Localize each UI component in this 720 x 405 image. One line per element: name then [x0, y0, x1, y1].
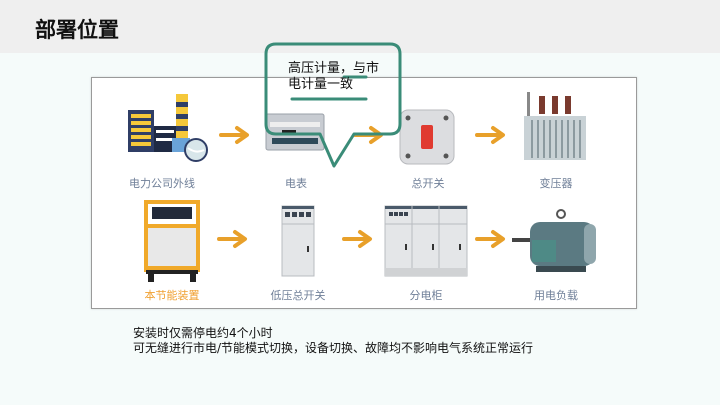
callout-line-1: 高压计量，与市 [288, 61, 380, 76]
node-label: 电力公司外线 [129, 177, 195, 190]
low-voltage-cabinet-icon [281, 205, 315, 277]
main-switch-icon [399, 109, 455, 165]
distribution-cabinet-icon [384, 205, 468, 277]
node-distribution-cabinet: 分电柜 [376, 198, 476, 303]
arrow-right-icon [217, 230, 247, 248]
arrow-right-icon [475, 126, 505, 144]
electric-meter-icon [265, 113, 325, 151]
node-power-company-line: 电力公司外线 [112, 88, 212, 193]
node-label: 低压总开关 [270, 289, 326, 302]
motor-load-icon [512, 209, 596, 272]
arrow-right-icon [342, 230, 372, 248]
power-plant-icon [128, 94, 208, 162]
node-label: 用电负载 [534, 289, 578, 302]
node-label: 电表 [285, 177, 307, 190]
callout-bubble [264, 42, 402, 168]
installation-notes: 安装时仅需停电约4个小时 可无缝进行市电/节能模式切换，设备切换、故障均不影响电… [133, 326, 533, 356]
node-label: 本节能装置 [144, 289, 200, 302]
node-label: 总开关 [411, 177, 445, 190]
arrow-right-icon [219, 126, 249, 144]
node-low-voltage-switch: 低压总开关 [248, 198, 348, 303]
note-line-1: 安装时仅需停电约4个小时 [133, 326, 273, 340]
callout-line-2: 电计量一致 [288, 77, 354, 92]
node-main-switch: 总开关 [378, 88, 478, 193]
node-energy-saving-device: 本节能装置 [122, 198, 222, 303]
node-electric-meter: 电表 [246, 88, 346, 193]
transformer-icon [524, 92, 586, 160]
node-label: 变压器 [539, 177, 573, 190]
callout-text: 高压计量，与市 电计量一致 [288, 61, 379, 93]
node-motor-load: 用电负载 [506, 198, 606, 303]
node-label: 分电柜 [409, 289, 443, 302]
note-line-2: 可无缝进行市电/节能模式切换，设备切换、故障均不影响电气系统正常运行 [133, 341, 534, 355]
energy-saving-device-icon [144, 200, 200, 282]
node-transformer: 变压器 [506, 88, 606, 193]
page-title: 部署位置 [35, 18, 119, 42]
arrow-right-icon [475, 230, 505, 248]
